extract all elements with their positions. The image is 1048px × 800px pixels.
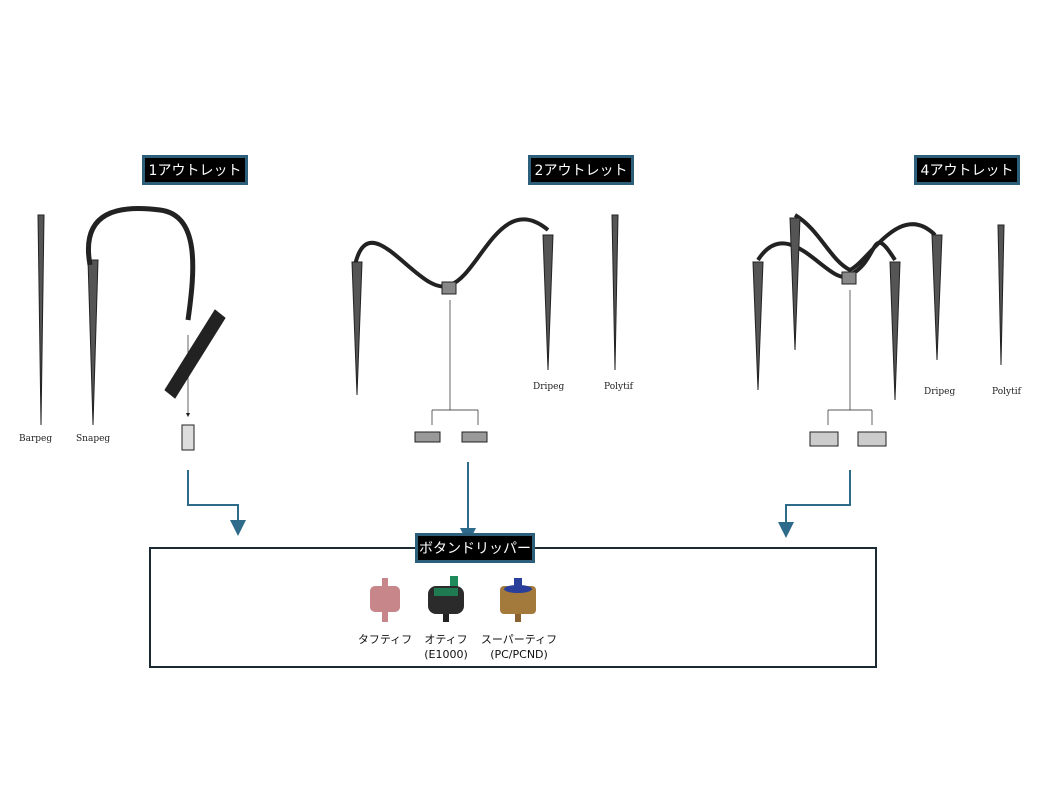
caption-name: スーパーティフ [480, 633, 558, 646]
caption-name: タフティフ [357, 633, 413, 646]
label-polytif-2: Polytif [604, 382, 633, 392]
tuftif-dripper [370, 578, 400, 622]
four-outlet-illustration [752, 213, 1005, 447]
tag-2-outlet: 2アウトレット [528, 155, 634, 185]
tag-1-outlet: 1アウトレット [142, 155, 248, 185]
caption-supertif: スーパーティフ (PC/PCND) [474, 632, 564, 662]
caption-tuftif: タフティフ [340, 632, 430, 647]
label-polytif-4: Polytif [992, 387, 1021, 397]
supertif-dripper [500, 578, 536, 622]
button-drippers [370, 576, 536, 622]
caption-name: オティフ [424, 633, 468, 646]
otif-dripper [428, 576, 464, 622]
one-outlet-illustration [37, 206, 226, 451]
label-barpeg: Barpeg [19, 434, 53, 444]
arrow-4-outlet [778, 470, 851, 538]
caption-otif: オティフ (E1000) [401, 632, 491, 662]
tag-button-dripper: ボタンドリッパー [415, 533, 535, 563]
caption-sub: (PC/PCND) [490, 648, 548, 661]
label-snapeg: Snapeg [76, 434, 111, 444]
flow-arrows [187, 462, 851, 544]
label-dripeg-4: Dripeg [924, 387, 956, 397]
two-outlet-illustration [351, 214, 619, 443]
tag-4-outlet: 4アウトレット [914, 155, 1020, 185]
caption-sub: (E1000) [424, 648, 468, 661]
arrow-1-outlet [187, 470, 246, 536]
label-dripeg-2: Dripeg [533, 382, 565, 392]
